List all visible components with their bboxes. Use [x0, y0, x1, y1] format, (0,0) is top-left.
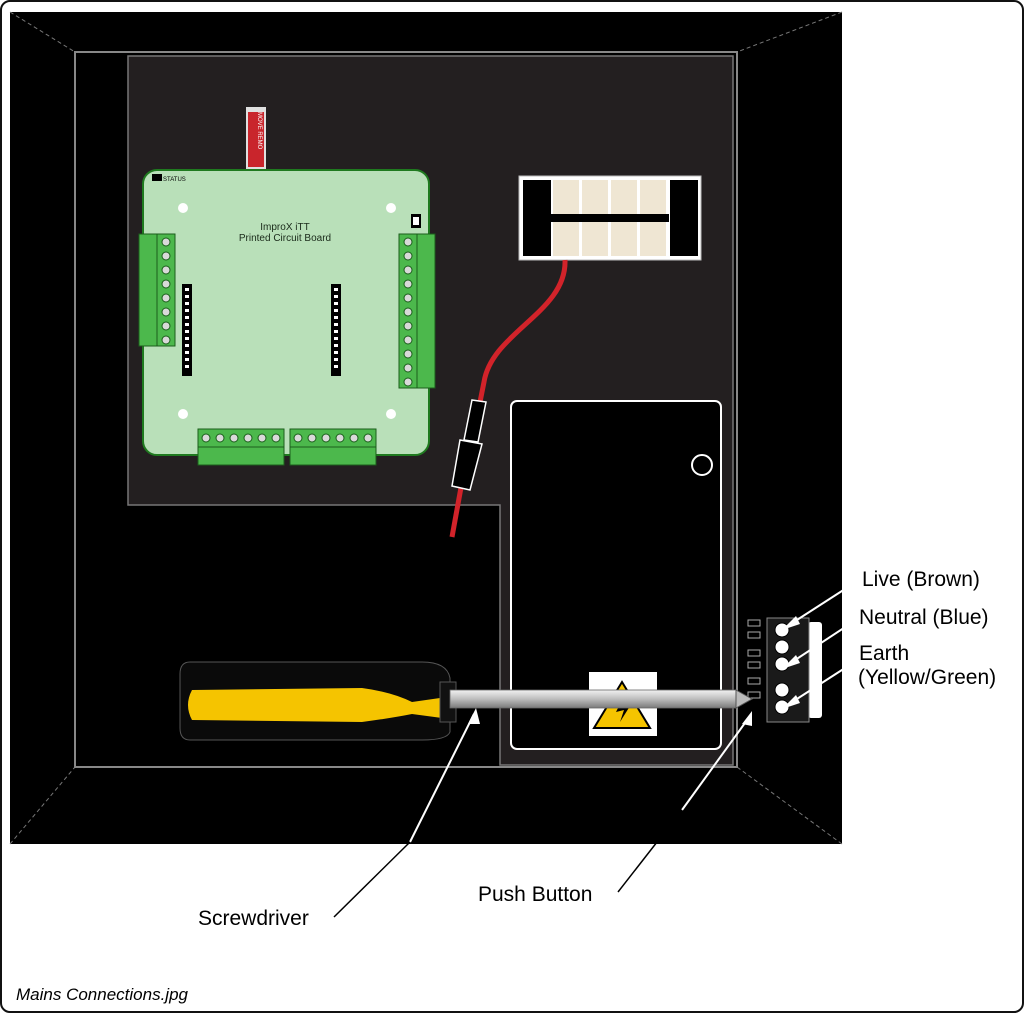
label-push-button: Push Button: [478, 883, 592, 906]
screwdriver: [179, 661, 754, 741]
callout-lines-white: [409, 579, 860, 843]
pcb-header-left: [182, 284, 192, 376]
pcb-terminals-left: [138, 233, 176, 347]
pcb-header-right: [331, 284, 341, 376]
label-live: Live (Brown): [862, 568, 980, 591]
pcb-terminals-right: [398, 233, 436, 389]
terminal-block: [518, 175, 702, 261]
callout-lines-black: [333, 809, 683, 918]
pcb-terminals-bottom: [197, 428, 377, 466]
callout-arrowheads: [468, 616, 800, 726]
pcb-status-label: STATUS: [163, 177, 186, 183]
image-caption: Mains Connections.jpg: [16, 985, 188, 1004]
pcb-board: STATUS ImproX iTT Printed Circuit Board: [138, 169, 436, 466]
remove-tag: MOVE REMO: [246, 107, 266, 172]
red-wire: [449, 259, 568, 538]
inline-fuse: [451, 399, 487, 491]
pcb-title: ImproX iTT: [260, 222, 309, 233]
label-screwdriver: Screwdriver: [198, 907, 309, 930]
label-earth: Earth: [859, 642, 909, 665]
label-earth-colour: (Yellow/Green): [858, 666, 996, 689]
label-neutral: Neutral (Blue): [859, 606, 989, 629]
pcb-subtitle: Printed Circuit Board: [239, 233, 331, 244]
remove-tag-text: MOVE REMO: [256, 112, 262, 150]
